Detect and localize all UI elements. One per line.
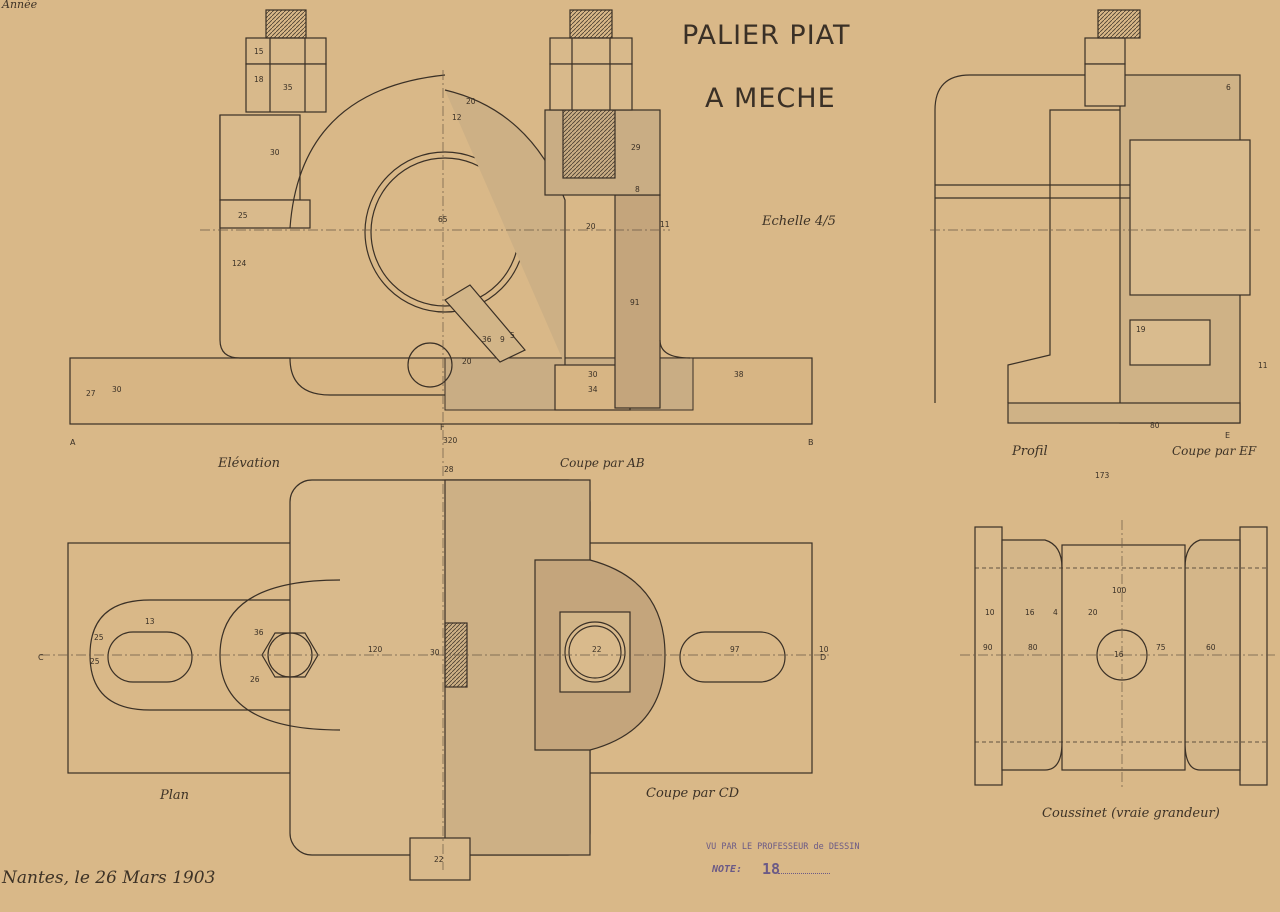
dimension-label: 29 bbox=[631, 143, 641, 152]
section-letter: A bbox=[70, 438, 76, 447]
section-letter: C bbox=[38, 653, 44, 662]
dimension-label: 25 bbox=[238, 211, 248, 220]
dimension-label: 11 bbox=[1258, 361, 1268, 370]
dimension-label: 80 bbox=[1150, 421, 1160, 430]
dimension-label: 75 bbox=[1156, 643, 1166, 652]
dimension-label: 16 bbox=[1114, 650, 1124, 659]
corner-note: Année bbox=[2, 0, 38, 11]
dimension-label: 12 bbox=[452, 113, 462, 122]
dimension-label: 18 bbox=[254, 75, 264, 84]
stamp-line: VU PAR LE PROFESSEUR de DESSIN bbox=[706, 842, 860, 852]
dimension-label: 5 bbox=[510, 331, 515, 340]
title-line-1: PALIER PIAT bbox=[682, 20, 851, 51]
stamp-note-label: NOTE: bbox=[712, 864, 743, 875]
dimension-label: 15 bbox=[254, 47, 264, 56]
dimension-label: 10 bbox=[819, 645, 829, 654]
dimension-label: 30 bbox=[430, 648, 440, 657]
dimension-label: 173 bbox=[1095, 471, 1110, 480]
dimension-label: 19 bbox=[1136, 325, 1146, 334]
dimension-label: 91 bbox=[630, 298, 640, 307]
dimension-label: 90 bbox=[983, 643, 993, 652]
dimension-label: 11 bbox=[660, 220, 670, 229]
dimension-label: 97 bbox=[730, 645, 740, 654]
section-letter: D bbox=[820, 653, 826, 662]
label-elevation: Elévation bbox=[218, 456, 281, 471]
section-letter: B bbox=[808, 438, 814, 447]
label-coussinet: Coussinet (vraie grandeur) bbox=[1042, 806, 1220, 821]
dimension-label: 22 bbox=[592, 645, 602, 654]
dimension-label: 60 bbox=[1206, 643, 1216, 652]
label-coupe-ab: Coupe par AB bbox=[560, 456, 645, 470]
dimension-label: 120 bbox=[368, 645, 383, 654]
stamp-grade: 18 bbox=[762, 860, 781, 878]
label-profil: Profil bbox=[1012, 444, 1048, 459]
dimension-labels: 15 18 35 30 25 124 27 30 20 12 65 20 11 … bbox=[86, 47, 1268, 864]
section-letters: A B C D E F bbox=[38, 423, 1230, 662]
dimension-label: 4 bbox=[1053, 608, 1058, 617]
dimension-label: 27 bbox=[86, 389, 96, 398]
dimension-label: 16 bbox=[1025, 608, 1035, 617]
dimension-label: 25 bbox=[90, 657, 100, 666]
dimension-label: 22 bbox=[434, 855, 444, 864]
date-signature: Nantes, le 26 Mars 1903 bbox=[2, 868, 216, 888]
plan-view bbox=[67, 479, 813, 881]
label-plan: Plan bbox=[160, 788, 190, 803]
centerlines bbox=[40, 70, 1275, 870]
dimension-label: 13 bbox=[145, 617, 155, 626]
dimension-label: 20 bbox=[1088, 608, 1098, 617]
dimension-label: 20 bbox=[466, 97, 476, 106]
elevation-view bbox=[69, 9, 813, 425]
dimension-label: 34 bbox=[588, 385, 598, 394]
scale-note: Echelle 4/5 bbox=[762, 214, 836, 229]
section-letter: E bbox=[1225, 431, 1230, 440]
dimension-label: 65 bbox=[438, 215, 448, 224]
stamp-dotted-line bbox=[778, 873, 830, 874]
dimension-label: 6 bbox=[1226, 83, 1231, 92]
dimension-label: 28 bbox=[444, 465, 454, 474]
dimension-label: 30 bbox=[270, 148, 280, 157]
dimension-label: 100 bbox=[1112, 586, 1127, 595]
dimension-label: 30 bbox=[112, 385, 122, 394]
dimension-label: 80 bbox=[1028, 643, 1038, 652]
dimension-label: 35 bbox=[283, 83, 293, 92]
dimension-label: 20 bbox=[586, 222, 596, 231]
dimension-label: 36 bbox=[482, 335, 492, 344]
dimension-label: 36 bbox=[254, 628, 264, 637]
title-line-2: A MECHE bbox=[705, 83, 836, 114]
dimension-label: 124 bbox=[232, 259, 247, 268]
dimension-label: 10 bbox=[985, 608, 995, 617]
label-coupe-cd: Coupe par CD bbox=[646, 786, 740, 801]
profile-view bbox=[934, 9, 1251, 424]
dimension-label: 25 bbox=[94, 633, 104, 642]
label-coupe-ef: Coupe par EF bbox=[1172, 444, 1257, 458]
dimension-label: 20 bbox=[462, 357, 472, 366]
dimension-label: 9 bbox=[500, 335, 505, 344]
section-letter: F bbox=[440, 423, 445, 432]
dimension-label: 26 bbox=[250, 675, 260, 684]
professor-stamp: VU PAR LE PROFESSEUR de DESSIN NOTE: 18 bbox=[706, 842, 860, 882]
dimension-label: 30 bbox=[588, 370, 598, 379]
dimension-label: 38 bbox=[734, 370, 744, 379]
dimension-label: 320 bbox=[443, 436, 458, 445]
dimension-label: 8 bbox=[635, 185, 640, 194]
